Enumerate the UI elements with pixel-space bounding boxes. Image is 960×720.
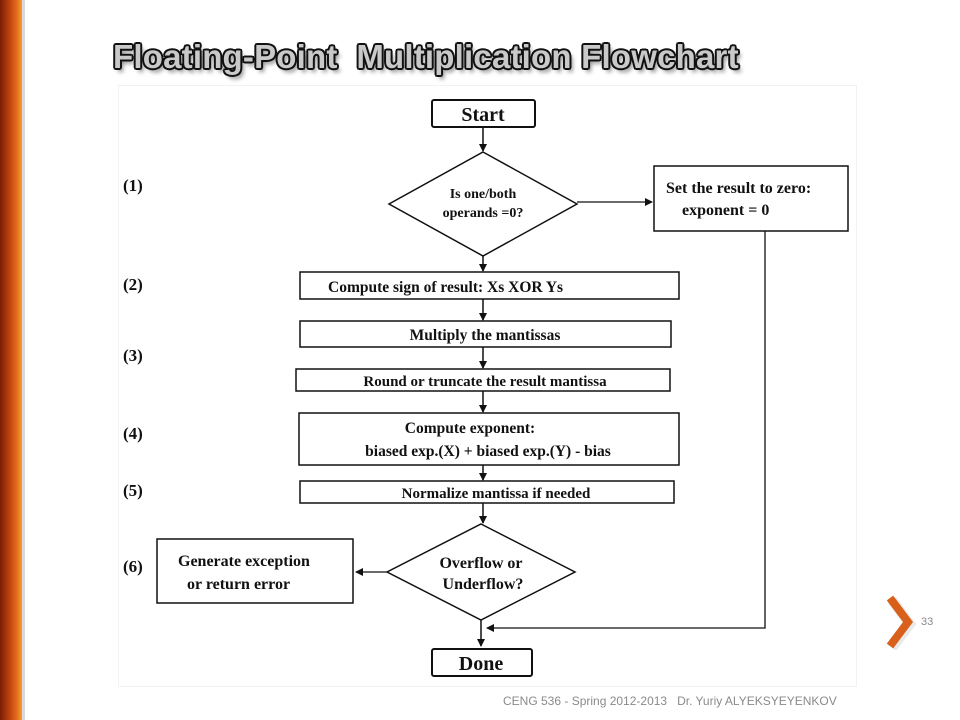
step-label-6: (6) (123, 557, 143, 576)
page-number: 33 (921, 616, 934, 628)
zero-check-line-1: Is one/both (450, 187, 517, 202)
compute-exponent-line-1: Compute exponent: (405, 420, 535, 437)
arrow-set-zero-to-done (486, 231, 766, 632)
step-label-2: (2) (123, 275, 143, 294)
set-zero-line-1: Set the result to zero: (666, 180, 811, 197)
next-slide-chevron-icon[interactable] (884, 594, 924, 650)
compute-sign-label: Compute sign of result: Xs XOR Ys (328, 279, 563, 296)
exception-line-1: Generate exception (178, 553, 310, 570)
set-zero-box: Set the result to zero: exponent = 0 (653, 165, 849, 232)
normalize-box: Normalize mantissa if needed (299, 480, 675, 504)
overflow-check-decision: Overflow or Underflow? (385, 523, 577, 621)
step-label-3: (3) (123, 346, 143, 365)
exception-box: Generate exception or return error (156, 538, 354, 604)
step-label-5: (5) (123, 481, 143, 500)
slide-title: Floating-Point Multiplication Flowchart (113, 38, 739, 75)
done-label: Done (459, 653, 504, 675)
overflow-check-line-1: Overflow or (439, 555, 522, 572)
start-label: Start (461, 104, 505, 126)
exception-line-2: or return error (187, 576, 290, 593)
overflow-check-line-2: Underflow? (443, 576, 524, 593)
compute-sign-box: Compute sign of result: Xs XOR Ys (299, 271, 680, 300)
multiply-box: Multiply the mantissas (299, 320, 672, 348)
multiply-label: Multiply the mantissas (410, 327, 561, 344)
slide-footer: CENG 536 - Spring 2012-2013 Dr. Yuriy AL… (503, 694, 837, 708)
left-accent-bar (0, 0, 22, 720)
zero-check-line-2: operands =0? (443, 206, 524, 221)
step-label-1: (1) (123, 176, 143, 195)
round-box: Round or truncate the result mantissa (295, 368, 671, 392)
zero-check-decision: Is one/both operands =0? (387, 151, 579, 257)
start-terminal: Start (431, 99, 536, 128)
normalize-label: Normalize mantissa if needed (402, 486, 591, 502)
set-zero-line-2: exponent = 0 (682, 202, 769, 219)
compute-exponent-box: Compute exponent: biased exp.(X) + biase… (298, 412, 680, 466)
step-label-4: (4) (123, 424, 143, 443)
round-label: Round or truncate the result mantissa (363, 374, 607, 390)
left-accent-edge (22, 0, 25, 720)
compute-exponent-line-2: biased exp.(X) + biased exp.(Y) - bias (365, 443, 611, 460)
done-terminal: Done (431, 648, 533, 677)
